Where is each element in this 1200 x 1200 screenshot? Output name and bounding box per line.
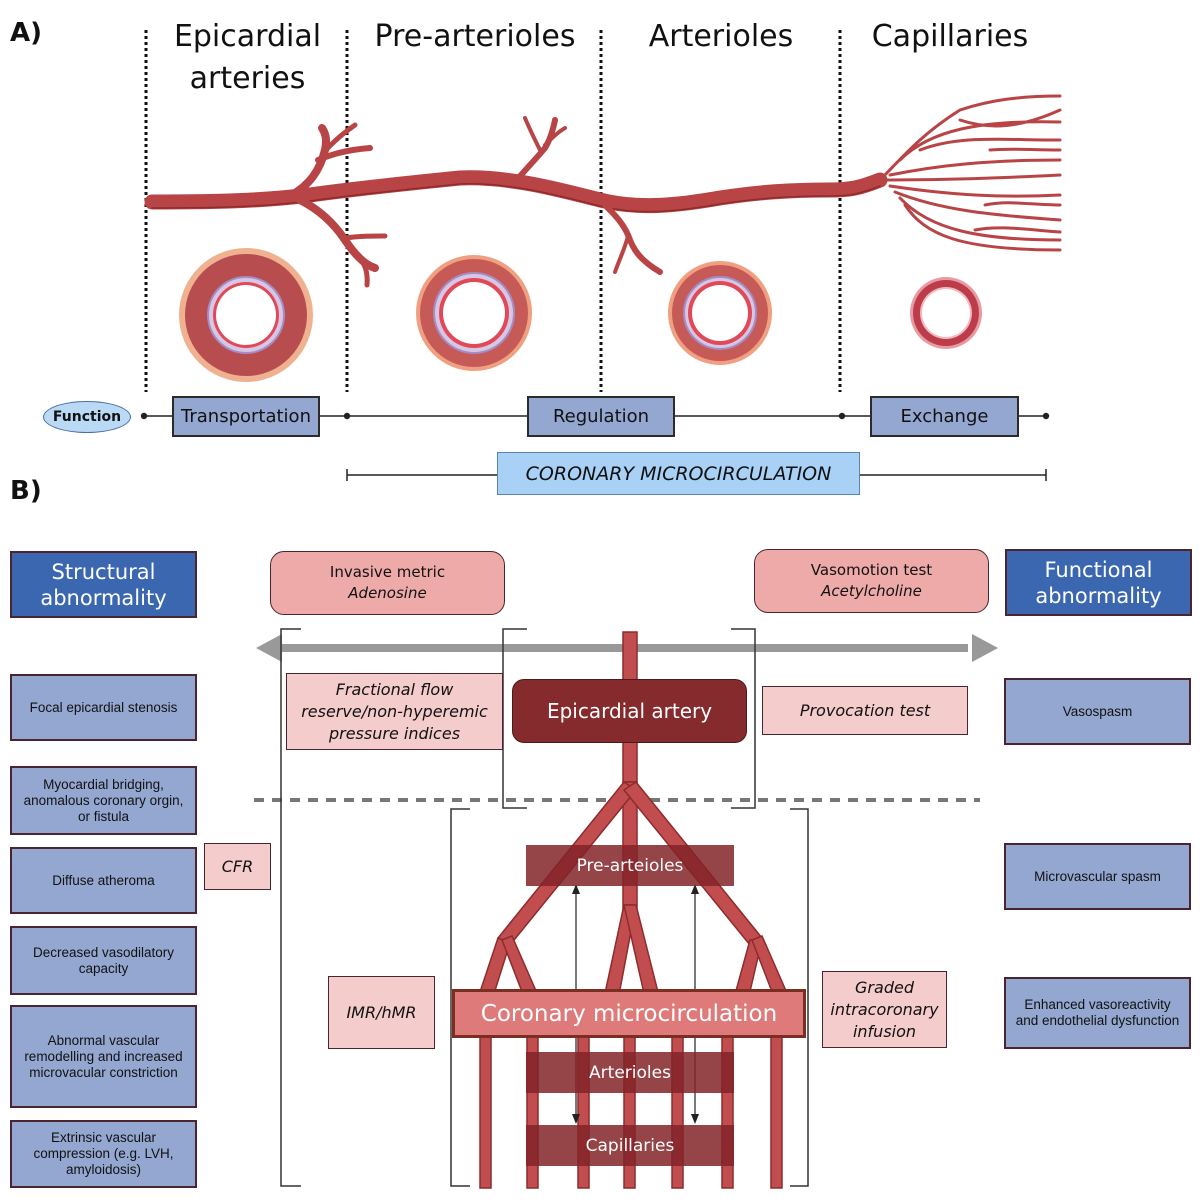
stage-title-pre-arterioles: Pre-arterioles [374, 19, 576, 54]
stage-title-arterioles: Arterioles [648, 19, 794, 54]
function-transportation: Transportation [172, 396, 320, 437]
functional-item-enhanced-vasoreactivity: Enhanced vasoreactivity and endothelial … [1004, 977, 1191, 1049]
functional-item-vasospasm: Vasospasm [1004, 678, 1191, 745]
cfr-test-box: CFR [204, 843, 271, 890]
structural-item-extrinsic-compression: Extrinsic vascular compression (e.g. LVH… [10, 1120, 197, 1188]
structural-item-diffuse-atheroma: Diffuse atheroma [10, 847, 197, 914]
bracket-left-outer [280, 628, 301, 1187]
ffr-test-box: Fractional flow reserve/non-hyperemic pr… [286, 673, 503, 750]
arrow-down-head [691, 1114, 699, 1124]
pre-arterioles-label: Pre-arteioles [526, 845, 734, 886]
arrow-up-head [691, 884, 699, 894]
structural-item-focal-stenosis: Focal epicardial stenosis [10, 674, 197, 741]
panel-a-label: A) [10, 18, 43, 48]
panel-b-label: B) [10, 476, 42, 506]
arrow-down-head [572, 1114, 580, 1124]
vasomotion-test-box: Vasomotion test Acetylcholine [754, 549, 989, 613]
function-label: Function [43, 401, 131, 433]
arterioles-label: Arterioles [526, 1052, 734, 1093]
stage-title-capillaries: Capillaries [871, 19, 1029, 54]
arrow-up-head [572, 884, 580, 894]
arteriole-cross-section [668, 261, 772, 365]
graded-infusion-box: Graded intracoronary infusion [822, 971, 947, 1048]
epicardial-cross-section [179, 248, 313, 382]
coronary-microcirculation-label: Coronary microcirculation [452, 989, 806, 1038]
bracket-epicardial-right [731, 628, 756, 809]
functional-abnormality-header: Functional abnormality [1005, 549, 1192, 616]
arrow-left-head [256, 634, 282, 662]
bracket-epicardial-left [502, 628, 527, 809]
capillary-cross-section [910, 277, 982, 349]
structural-item-myocardial-bridging: Myocardial bridging, anomalous coronary … [10, 766, 197, 835]
function-exchange: Exchange [870, 396, 1019, 437]
microcirculation-range [346, 469, 1047, 481]
epicardial-artery-label: Epicardial artery [512, 679, 747, 743]
invasive-metric-box: Invasive metric Adenosine [270, 551, 505, 615]
provocation-test-box: Provocation test [762, 686, 968, 735]
function-regulation: Regulation [527, 396, 675, 437]
capillaries-label: Capillaries [526, 1125, 734, 1166]
imr-test-box: IMR/hMR [328, 976, 435, 1049]
stage-title-epicardial: Epicardial arteries [173, 19, 322, 96]
bracket-micro-right [790, 808, 809, 1187]
bracket-micro-left [450, 808, 470, 1187]
structural-item-vascular-remodelling: Abnormal vascular remodelling and increa… [10, 1005, 197, 1108]
pre-arteriole-cross-section [416, 255, 532, 371]
vessel-tree [144, 94, 1062, 288]
coronary-microcirculation-banner: CORONARY MICROCIRCULATION [497, 452, 860, 495]
structural-item-decreased-vasodilatory: Decreased vasodilatory capacity [10, 926, 197, 995]
arrow-right-head [972, 634, 998, 662]
structural-abnormality-header: Structural abnormality [10, 551, 197, 618]
functional-item-microvascular-spasm: Microvascular spasm [1004, 843, 1191, 910]
